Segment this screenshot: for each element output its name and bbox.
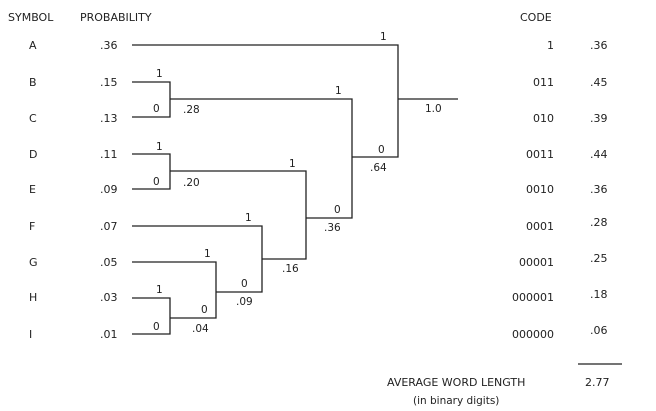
probability-value: .05 bbox=[100, 256, 118, 269]
code-tree-edges bbox=[132, 44, 458, 335]
weighted-length-value: .18 bbox=[590, 288, 608, 301]
code-value: 0011 bbox=[526, 148, 554, 161]
tree-edge bbox=[352, 99, 399, 158]
symbol-label: I bbox=[29, 328, 32, 341]
branch-bit-label: 1 bbox=[380, 31, 387, 43]
weighted-length-value: .06 bbox=[590, 324, 608, 337]
merge-sum-label: .28 bbox=[183, 104, 200, 116]
probability-value: .36 bbox=[100, 39, 118, 52]
merge-sum-label: .20 bbox=[183, 177, 200, 189]
branch-bit-label: 1 bbox=[245, 212, 252, 224]
code-column-header: CODE bbox=[520, 11, 552, 24]
code-value: 00001 bbox=[519, 256, 554, 269]
code-value: 0010 bbox=[526, 183, 554, 196]
branch-bit-label: 0 bbox=[378, 144, 385, 156]
merge-sum-label: .16 bbox=[282, 263, 299, 275]
branch-bit-label: 1 bbox=[204, 248, 211, 260]
branch-bit-label: 0 bbox=[153, 321, 160, 333]
tree-edge bbox=[132, 81, 171, 118]
tree-edge bbox=[132, 225, 263, 259]
tree-edge bbox=[132, 44, 399, 99]
symbol-column-header: SYMBOL bbox=[8, 11, 54, 24]
probability-value: .11 bbox=[100, 148, 118, 161]
weighted-length-value: .25 bbox=[590, 252, 608, 265]
average-word-length-note: (in binary digits) bbox=[413, 395, 499, 407]
code-value: 1 bbox=[547, 39, 554, 52]
branch-bit-label: 0 bbox=[334, 204, 341, 216]
weighted-length-value: .28 bbox=[590, 216, 608, 229]
symbol-label: A bbox=[29, 39, 37, 52]
weighted-length-value: .36 bbox=[590, 183, 608, 196]
branch-bit-label: 1 bbox=[289, 158, 296, 170]
symbol-label: B bbox=[29, 76, 37, 89]
branch-bit-label: 1 bbox=[156, 284, 163, 296]
symbol-label: G bbox=[29, 256, 38, 269]
tree-edge bbox=[216, 259, 263, 293]
symbol-label: C bbox=[29, 112, 37, 125]
average-word-length-label: AVERAGE WORD LENGTH bbox=[387, 376, 525, 389]
tree-edge bbox=[132, 261, 217, 292]
tree-edge bbox=[170, 170, 307, 218]
symbol-label: E bbox=[29, 183, 36, 196]
tree-edge bbox=[170, 98, 353, 157]
branch-bit-label: 1 bbox=[156, 141, 163, 153]
tree-edge bbox=[132, 153, 171, 190]
weighted-length-value: .45 bbox=[590, 76, 608, 89]
probability-column-header: PROBABILITY bbox=[80, 11, 152, 24]
tree-edge bbox=[170, 292, 217, 319]
symbol-label: D bbox=[29, 148, 37, 161]
probability-value: .07 bbox=[100, 220, 118, 233]
merge-sum-label: .04 bbox=[192, 323, 209, 335]
code-value: 011 bbox=[533, 76, 554, 89]
probability-value: .03 bbox=[100, 291, 118, 304]
branch-bit-label: 0 bbox=[201, 304, 208, 316]
merge-sum-label: 1.0 bbox=[425, 103, 442, 115]
average-word-length-value: 2.77 bbox=[585, 376, 610, 389]
symbol-label: F bbox=[29, 220, 35, 233]
code-value: 010 bbox=[533, 112, 554, 125]
tree-edge bbox=[306, 157, 353, 219]
merge-sum-label: .09 bbox=[236, 296, 253, 308]
weighted-length-value: .39 bbox=[590, 112, 608, 125]
code-value: 000001 bbox=[512, 291, 554, 304]
symbol-label: H bbox=[29, 291, 37, 304]
probability-value: .15 bbox=[100, 76, 118, 89]
code-value: 0001 bbox=[526, 220, 554, 233]
tree-edge bbox=[262, 218, 307, 260]
merge-sum-label: .36 bbox=[324, 222, 341, 234]
branch-bit-label: 1 bbox=[335, 85, 342, 97]
probability-value: .01 bbox=[100, 328, 118, 341]
merge-sum-label: .64 bbox=[370, 162, 387, 174]
tree-edge bbox=[132, 297, 171, 335]
branch-bit-label: 0 bbox=[153, 176, 160, 188]
probability-value: .09 bbox=[100, 183, 118, 196]
branch-bit-label: 1 bbox=[156, 68, 163, 80]
weighted-length-value: .44 bbox=[590, 148, 608, 161]
probability-value: .13 bbox=[100, 112, 118, 125]
code-value: 000000 bbox=[512, 328, 554, 341]
branch-bit-label: 0 bbox=[153, 103, 160, 115]
branch-bit-label: 0 bbox=[241, 278, 248, 290]
weighted-length-value: .36 bbox=[590, 39, 608, 52]
